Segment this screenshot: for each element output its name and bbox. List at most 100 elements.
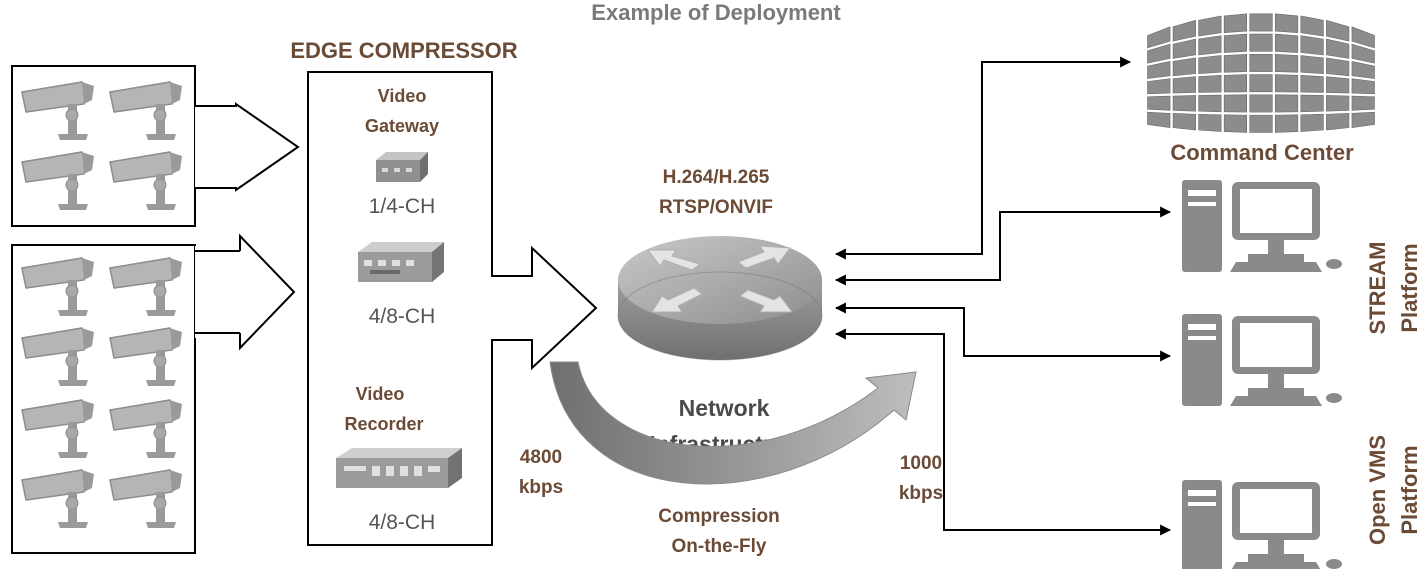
video-wall-screen (1172, 76, 1196, 94)
video-wall-screen (1249, 74, 1273, 93)
video-wall-screen (1274, 13, 1299, 34)
video-wall-screen (1172, 57, 1196, 77)
cctv-camera-icon (109, 399, 183, 459)
video-wall-screen (1300, 74, 1324, 93)
stream-label-line2: Platform (1397, 243, 1422, 332)
video-wall-screen (1274, 114, 1299, 133)
video-wall-screen (1326, 19, 1350, 42)
gateway-channels-small: 1/4-CH (369, 195, 436, 218)
video-wall-screen (1326, 57, 1350, 77)
video-wall-screen (1172, 38, 1196, 59)
edge-compressor-outline (307, 71, 598, 546)
video-wall-screen (1300, 55, 1324, 74)
camera-group-top (11, 65, 196, 227)
video-wall-screen (1351, 43, 1375, 64)
video-wall-screen (1223, 53, 1248, 73)
cctv-camera-icon (109, 151, 183, 211)
video-gateway-device-icon (358, 242, 444, 282)
video-wall-screen (1249, 13, 1273, 32)
video-wall-screen (1300, 35, 1324, 56)
block-arrow-top (195, 102, 300, 192)
cctv-camera-icon (21, 81, 95, 141)
cctv-camera-icon (21, 151, 95, 211)
input-rate-unit: kbps (519, 477, 563, 498)
video-wall-screen (1274, 33, 1299, 53)
compression-label-line1: Compression (658, 506, 779, 527)
video-wall-screen (1300, 113, 1324, 132)
video-wall-screen (1147, 95, 1171, 111)
video-wall-screen (1300, 94, 1324, 113)
network-router-icon (617, 236, 823, 361)
video-wall-screen (1198, 15, 1222, 37)
recorder-label-line1: Video (356, 384, 405, 404)
video-wall-screen (1351, 78, 1375, 95)
video-wall-screen (1351, 95, 1375, 111)
video-wall-screen (1351, 111, 1375, 129)
cctv-camera-icon (109, 257, 183, 317)
video-wall-screen (1198, 74, 1222, 93)
video-wall-screen (1274, 53, 1299, 73)
video-wall-screen (1198, 55, 1222, 74)
recorder-label-line2: Recorder (344, 414, 423, 434)
cctv-camera-icon (21, 327, 95, 387)
video-recorder-device-icon (336, 448, 462, 488)
cctv-camera-icon (21, 469, 95, 529)
recorder-channels: 4/8-CH (369, 511, 436, 534)
video-wall-screen (1249, 94, 1273, 113)
edge-compressor-title: EDGE COMPRESSOR (290, 38, 517, 63)
video-wall-screen (1351, 61, 1375, 79)
video-wall-screen (1326, 95, 1350, 112)
video-wall-screen (1198, 35, 1222, 56)
video-wall-screen (1223, 94, 1248, 113)
diagram-title: Example of Deployment (591, 0, 841, 25)
video-wall-screen (1172, 95, 1196, 112)
video-wall-screen (1147, 78, 1171, 95)
video-gateway-device-icon (376, 152, 428, 182)
command-center-label: Command Center (1170, 140, 1354, 165)
gateway-channels-large: 4/8-CH (369, 305, 436, 328)
camera-group-bottom (11, 244, 196, 554)
video-wall-screen (1223, 114, 1248, 133)
video-wall-icon (1147, 13, 1375, 133)
cctv-camera-icon (109, 327, 183, 387)
video-wall-screen (1198, 94, 1222, 113)
video-wall-screen (1274, 74, 1299, 93)
video-wall-screen (1147, 26, 1171, 49)
video-wall-screen (1147, 111, 1171, 129)
cctv-camera-icon (21, 257, 95, 317)
gateway-label-line2: Gateway (365, 116, 439, 136)
network-label-line1: Network (679, 395, 770, 421)
output-rate-unit: kbps (899, 483, 943, 504)
video-wall-screen (1249, 33, 1273, 52)
video-wall-screen (1198, 113, 1222, 132)
video-wall-screen (1172, 19, 1196, 42)
compression-label-line2: On-the-Fly (672, 536, 767, 557)
protocol-line1: H.264/H.265 (663, 167, 770, 188)
video-wall-screen (1147, 43, 1171, 64)
video-wall-screen (1326, 38, 1350, 59)
input-rate-value: 4800 (520, 447, 562, 468)
video-wall-screen (1326, 76, 1350, 94)
video-wall-screen (1249, 54, 1273, 72)
gateway-label-line1: Video (378, 86, 427, 106)
vms-label-line1: Open VMS (1365, 435, 1390, 545)
video-wall-screen (1326, 113, 1350, 131)
stream-label-line1: STREAM (1365, 242, 1390, 335)
video-wall-screen (1223, 33, 1248, 53)
workstation-icon (1182, 480, 1342, 569)
video-wall-screen (1274, 94, 1299, 113)
cctv-camera-icon (109, 469, 183, 529)
video-wall-screen (1223, 74, 1248, 93)
cctv-camera-icon (21, 399, 95, 459)
vms-label-line2: Platform (1397, 445, 1422, 534)
cctv-camera-icon (109, 81, 183, 141)
output-rate-value: 1000 (900, 453, 942, 474)
protocol-line2: RTSP/ONVIF (659, 197, 773, 218)
video-wall-screen (1147, 61, 1171, 79)
video-wall-screen (1351, 26, 1375, 49)
video-wall-screen (1300, 15, 1324, 37)
video-wall-screen (1223, 13, 1248, 34)
connector-lines (834, 56, 1172, 536)
video-wall-screen (1249, 114, 1273, 133)
